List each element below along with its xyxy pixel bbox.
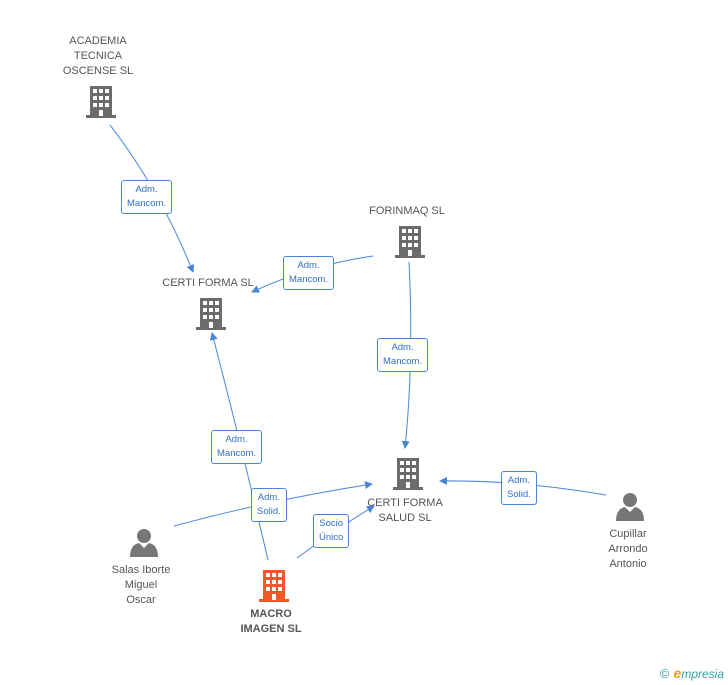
person-icon (130, 529, 158, 557)
person-icon (616, 493, 644, 521)
edge-label-cupillar-salud[interactable]: Adm. Solid. (501, 471, 537, 505)
node-label-forinmaq[interactable]: FORINMAQ SL (369, 205, 445, 217)
edge-label-academia-certi[interactable]: Adm. Mancom. (121, 180, 173, 214)
copyright-icon: © (659, 666, 670, 681)
building-icon-main (259, 570, 289, 602)
edge-label-macro-salud[interactable]: Socio Único (313, 514, 350, 548)
node-label-macro-imagen[interactable]: MACRO IMAGEN SL (240, 608, 302, 635)
building-icon (196, 298, 226, 330)
node-label-certi-forma-salud[interactable]: CERTI FORMA SALUD SL (367, 497, 443, 524)
node-label-cupillar[interactable]: Cupillar Arrondo Antonio (608, 528, 648, 570)
building-icon (86, 86, 116, 118)
edge-label-forinmaq-salud[interactable]: Adm. Mancom. (377, 338, 429, 372)
building-icon (395, 226, 425, 258)
building-icon (393, 458, 423, 490)
node-label-salas[interactable]: Salas Iborte Miguel Oscar (111, 564, 171, 606)
brand-e: e (673, 665, 682, 681)
brand-name: mpresia (681, 667, 724, 681)
empresia-brand: ©empresia (660, 665, 724, 681)
node-label-certi-forma[interactable]: CERTI FORMA SL (162, 277, 254, 289)
edge-label-forinmaq-certi[interactable]: Adm. Mancom. (283, 256, 335, 290)
edge-label-macro-certi[interactable]: Adm. Mancom. (211, 430, 263, 464)
edge-label-salas-salud[interactable]: Adm. Solid. (251, 488, 287, 522)
node-label-academia[interactable]: ACADEMIA TECNICA OSCENSE SL (62, 35, 134, 77)
